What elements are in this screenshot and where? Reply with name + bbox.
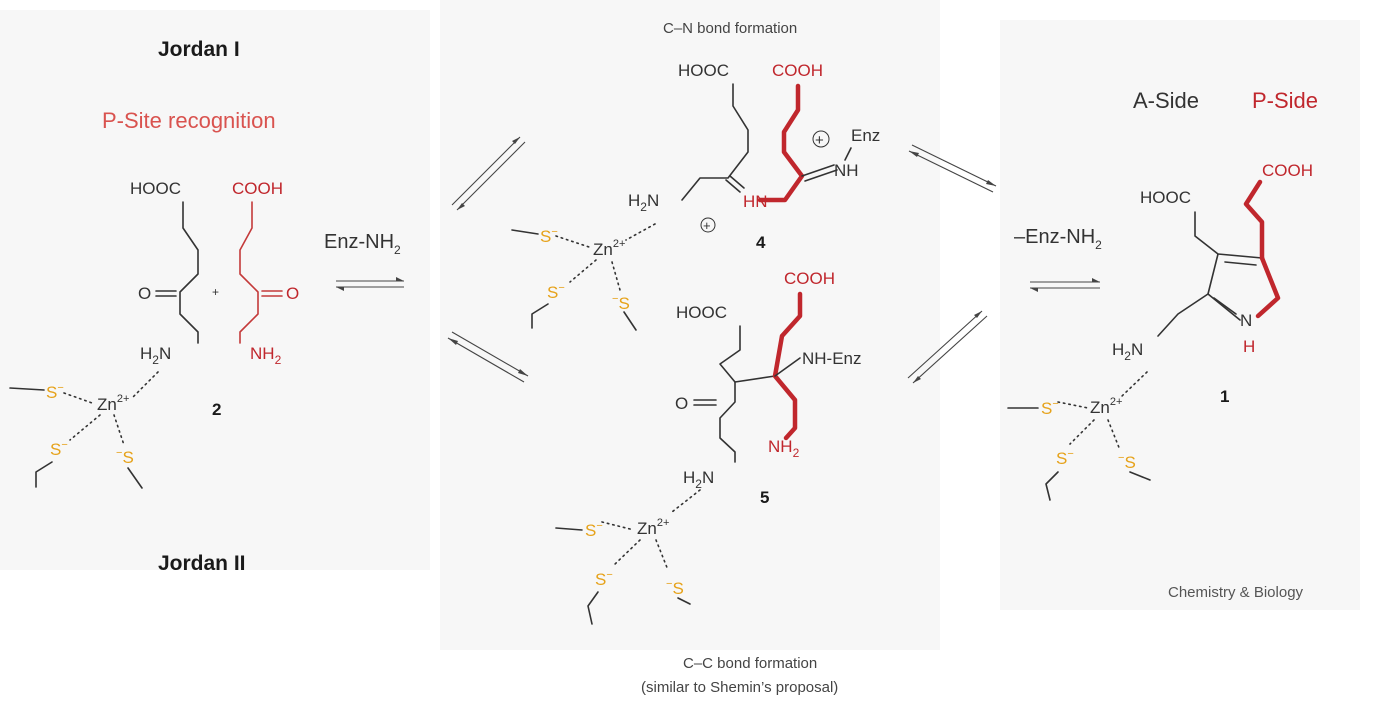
p-side-label: P-Side [1252,88,1318,113]
zinc-2-sulfur-2: S− [50,439,68,459]
compound-2-structure: HOOC O H2N + COOH O NH2 2 [130,179,299,419]
compound-2-cooh-label: COOH [232,179,283,198]
equilibrium-arrow-left: Enz-NH2 [324,231,404,291]
enz-nh2-reagent: Enz-NH2 [324,231,401,257]
equilibrium-arrow-to-5 [447,331,529,383]
compound-2-hooc-label: HOOC [130,179,181,198]
equilibrium-arrow-to-4 [451,136,526,211]
compound-1-ring-n-label: N [1240,311,1252,330]
compound-5-hooc-label: HOOC [676,303,727,322]
zinc-site-5: Zn2+ S− S− −S [555,489,701,625]
zinc-1-sulfur-2: S− [1056,448,1074,468]
zinc-5-sulfur-3: −S [666,578,684,598]
compound-2-o-label: O [138,284,151,303]
zinc-2-sulfur-1: S− [46,382,64,402]
middle-panel [440,0,940,650]
zinc-1-sulfur-1: S− [1041,398,1059,418]
minus-enz-nh2-reagent: –Enz-NH2 [1014,226,1102,252]
zinc-5-sulfur-1: S− [585,520,603,540]
compound-5-h2n-label: H2N [683,468,714,491]
compound-2-p-o-label: O [286,284,299,303]
zinc-2-sulfur-3: −S [116,447,134,467]
right-panel [1000,20,1360,610]
equilibrium-arrow-right: –Enz-NH2 [1014,226,1102,292]
zinc-4-sulfur-1: S− [540,226,558,246]
zinc-site-1: Zn2+ S− S− −S [1007,371,1151,501]
left-panel [0,10,430,570]
zinc-4-label: Zn2+ [593,238,625,259]
jordan-1-title: Jordan I [158,38,240,61]
compound-4-cooh-label: COOH [772,61,823,80]
zinc-1-label: Zn2+ [1090,396,1122,417]
jordan-2-title: Jordan II [158,552,246,575]
compound-1-cooh-label: COOH [1262,161,1313,180]
journal-credit: Chemistry & Biology [1168,584,1304,601]
compound-1-ring-h-label: H [1243,337,1255,356]
zinc-5-label: Zn2+ [637,517,669,538]
compound-1-h2n-label: H2N [1112,340,1143,363]
p-site-recognition-label: P-Site recognition [102,108,276,133]
compound-5-number: 5 [760,488,769,507]
compound-4-hn-label: HN [743,192,768,211]
zinc-2-label: Zn2+ [97,393,129,414]
zinc-4-sulfur-2: S− [547,282,565,302]
equilibrium-arrow-from-4 [908,144,997,193]
plus-between-substrates: + [212,285,219,299]
compound-4-plus-charge: + [815,132,824,149]
compound-4-enz-label: Enz [851,126,880,145]
zinc-5-sulfur-2: S− [595,569,613,589]
compound-1-hooc-label: HOOC [1140,188,1191,207]
compound-2-h2n-label: H2N [140,344,171,367]
zinc-site-4: Zn2+ S− S− −S [511,223,656,331]
cn-bond-formation-caption: C–N bond formation [663,20,797,37]
compound-5-o-label: O [675,394,688,413]
compound-1-number: 1 [1220,387,1229,406]
compound-5-nh-enz-label: NH-Enz [802,349,862,368]
zinc-site-2: Zn2+ S− S− −S [9,371,159,489]
compound-5-structure: HOOC O H2N COOH NH-Enz NH2 5 [675,269,862,507]
a-side-label: A-Side [1133,88,1199,113]
compound-4-structure: HOOC H2N HN COOH NH Enz + + 4 [628,61,880,252]
compound-2-nh2-label: NH2 [250,344,282,367]
compound-5-cooh-label: COOH [784,269,835,288]
shemin-proposal-caption: (similar to Shemin’s proposal) [641,679,838,696]
cc-bond-formation-caption: C–C bond formation [683,655,817,672]
compound-4-nh-label: NH [834,161,859,180]
compound-2-number: 2 [212,400,221,419]
compound-5-nh2-label: NH2 [768,437,800,460]
compound-4-number: 4 [756,233,766,252]
compound-4-lower-plus-charge: + [703,218,711,233]
compound-4-h2n-label: H2N [628,191,659,214]
compound-1-structure: HOOC N H COOH H2N 1 [1112,161,1313,406]
zinc-1-sulfur-3: −S [1118,452,1136,472]
equilibrium-arrow-from-5 [907,310,988,384]
compound-4-hooc-label: HOOC [678,61,729,80]
zinc-4-sulfur-3: −S [612,293,630,313]
